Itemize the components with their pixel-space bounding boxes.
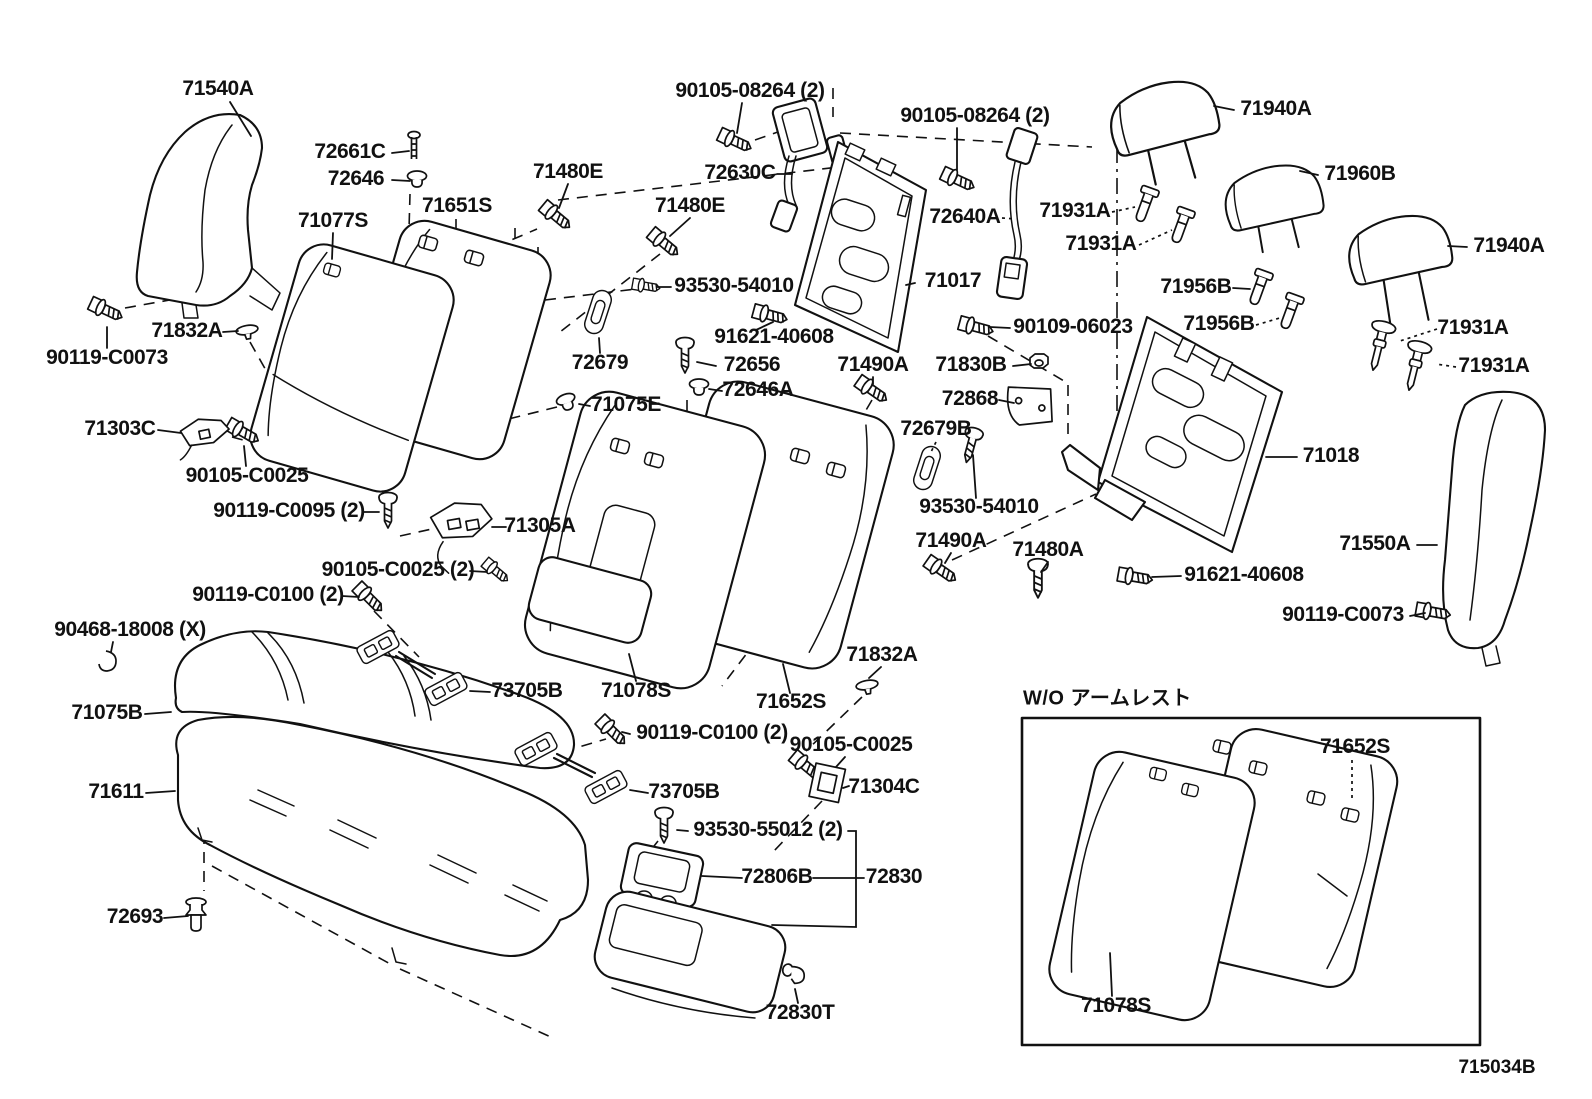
armrest-72830: [593, 890, 787, 1019]
grommet-72646a: [688, 378, 710, 396]
clip-72693: [185, 897, 207, 932]
screw-90119-c0095: [378, 491, 398, 529]
cushion-71075b: [174, 630, 576, 770]
pin-72661c: [407, 130, 421, 160]
support-71956b-1: [1243, 267, 1275, 308]
bolt-71480e-2: [644, 224, 684, 262]
seat-frame-71018: [1060, 315, 1284, 554]
seat-back-71078s: [523, 390, 767, 690]
inset-caption: W/O アームレスト: [1023, 687, 1192, 710]
bolt-93530-54010-upper: [630, 276, 662, 296]
screw-71480a: [1027, 557, 1049, 599]
grommet-71832a-right: [854, 677, 881, 697]
hook-90468-18008: [98, 650, 117, 672]
bolt-90119-c0100-lower: [593, 712, 632, 751]
support-71931a-2: [1165, 205, 1197, 246]
support-71931a-right-1: [1360, 317, 1398, 374]
inset-seat-back-71078s: [1048, 750, 1256, 1022]
striker-71304c: [808, 762, 847, 804]
bracket-72868: [1006, 386, 1053, 426]
support-71956b-2: [1274, 291, 1306, 332]
hardware: [86, 125, 1453, 986]
screw-72656: [675, 336, 695, 374]
diagram-code: 715034B: [1458, 1057, 1536, 1079]
side-pad-71550a: [1442, 390, 1547, 667]
bolt-90119-c0073-left: [86, 294, 127, 326]
leader-lines: [106, 101, 1468, 1004]
support-71931a-right-2: [1396, 337, 1434, 394]
hinge-73705b-lower: [512, 730, 630, 806]
seat-back-71077s: [249, 243, 455, 493]
side-pad-71540a: [135, 113, 281, 319]
grommet-72646: [406, 170, 428, 188]
retainer-72679b: [910, 443, 944, 493]
grommet-71075e: [554, 390, 580, 414]
bolt-90105-08264-left: [715, 125, 756, 157]
nut-71830b: [1029, 353, 1049, 369]
headrest-71960b: [1224, 164, 1325, 254]
bracket-71305a: [429, 502, 493, 574]
bolt-90119-c0100-upper: [350, 579, 389, 618]
seat-frame-71017: [793, 140, 928, 354]
bolt-91621-40608-lower: [1115, 564, 1155, 590]
belt-72640a: [995, 127, 1039, 301]
bolt-71480e-1: [536, 197, 576, 235]
screw-93530-55012: [654, 806, 674, 844]
bracket-71303c: [179, 418, 230, 461]
headrest-71940a-top: [1110, 80, 1221, 186]
support-71931a-1: [1129, 184, 1161, 225]
screw-93530-54010-lower: [956, 424, 986, 466]
inset-box: [1020, 716, 1482, 1047]
hinge-73705b-upper: [354, 628, 470, 708]
bolt-90105-08264-right: [938, 164, 979, 196]
headrest-71940a-right: [1348, 214, 1454, 325]
clip-72830t: [779, 962, 807, 986]
grommet-71832a-left: [234, 322, 261, 342]
